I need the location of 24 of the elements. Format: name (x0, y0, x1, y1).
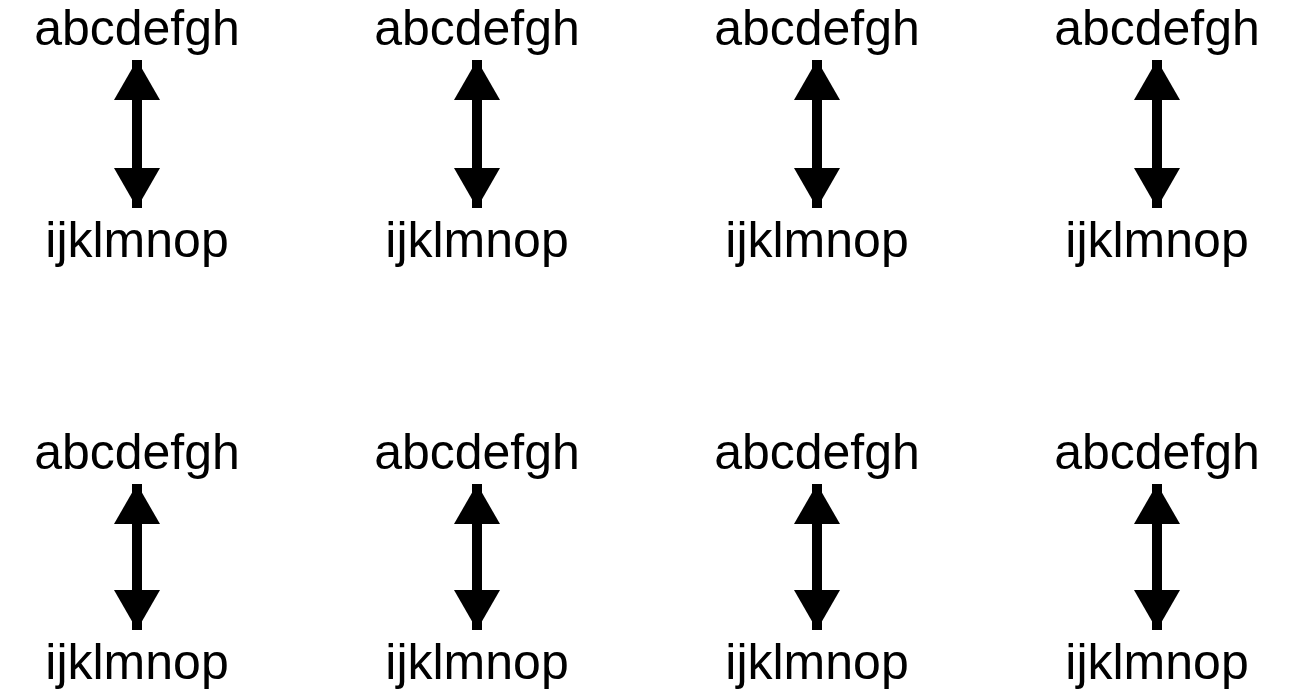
text-label: ijklmnop (1065, 634, 1249, 690)
text-label: ijklmnop (1065, 212, 1249, 268)
double-headed-arrow (114, 484, 160, 630)
text-label: ijklmnop (45, 212, 229, 268)
double-headed-arrow (1134, 484, 1180, 630)
double-headed-arrow (794, 484, 840, 630)
text-label: abcdefgh (1054, 424, 1260, 480)
double-headed-arrow (794, 60, 840, 208)
text-label: ijklmnop (45, 634, 229, 690)
double-headed-arrow (454, 484, 500, 630)
text-label: abcdefgh (34, 0, 240, 56)
text-label: ijklmnop (725, 634, 909, 690)
text-label: abcdefgh (714, 0, 920, 56)
double-headed-arrow (454, 60, 500, 208)
text-label: abcdefgh (374, 0, 580, 56)
text-label: ijklmnop (725, 212, 909, 268)
text-label: ijklmnop (385, 634, 569, 690)
text-label: abcdefgh (714, 424, 920, 480)
text-label: abcdefgh (374, 424, 580, 480)
text-label: abcdefgh (1054, 0, 1260, 56)
text-label: ijklmnop (385, 212, 569, 268)
double-headed-arrow (1134, 60, 1180, 208)
text-label: abcdefgh (34, 424, 240, 480)
double-headed-arrow (114, 60, 160, 208)
